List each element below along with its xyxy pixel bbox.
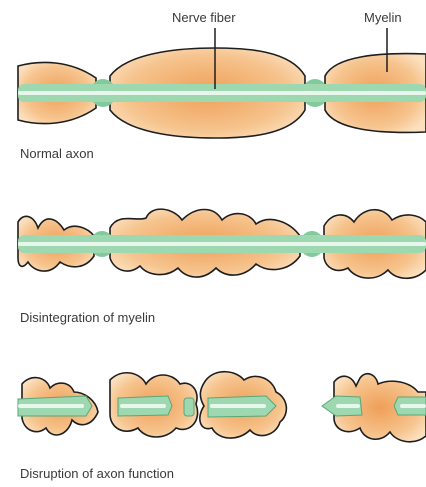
disintegration-panel bbox=[18, 209, 426, 278]
disruption-panel bbox=[18, 372, 426, 442]
axon-highlight bbox=[400, 404, 426, 408]
axon-highlight bbox=[18, 91, 426, 95]
normal-axon-panel bbox=[18, 28, 426, 138]
axon-fragment bbox=[184, 398, 194, 416]
axon-highlight bbox=[18, 242, 426, 246]
panel-caption-disintegration: Disintegration of myelin bbox=[20, 310, 155, 325]
nerve-fiber-label: Nerve fiber bbox=[172, 10, 236, 25]
myelin-label: Myelin bbox=[364, 10, 402, 25]
axon-highlight bbox=[210, 404, 266, 408]
panel-caption-normal: Normal axon bbox=[20, 146, 94, 161]
axon-highlight bbox=[120, 404, 166, 408]
panel-caption-disruption: Disruption of axon function bbox=[20, 466, 174, 481]
axon-highlight bbox=[18, 404, 84, 408]
axon-highlight bbox=[336, 404, 360, 408]
